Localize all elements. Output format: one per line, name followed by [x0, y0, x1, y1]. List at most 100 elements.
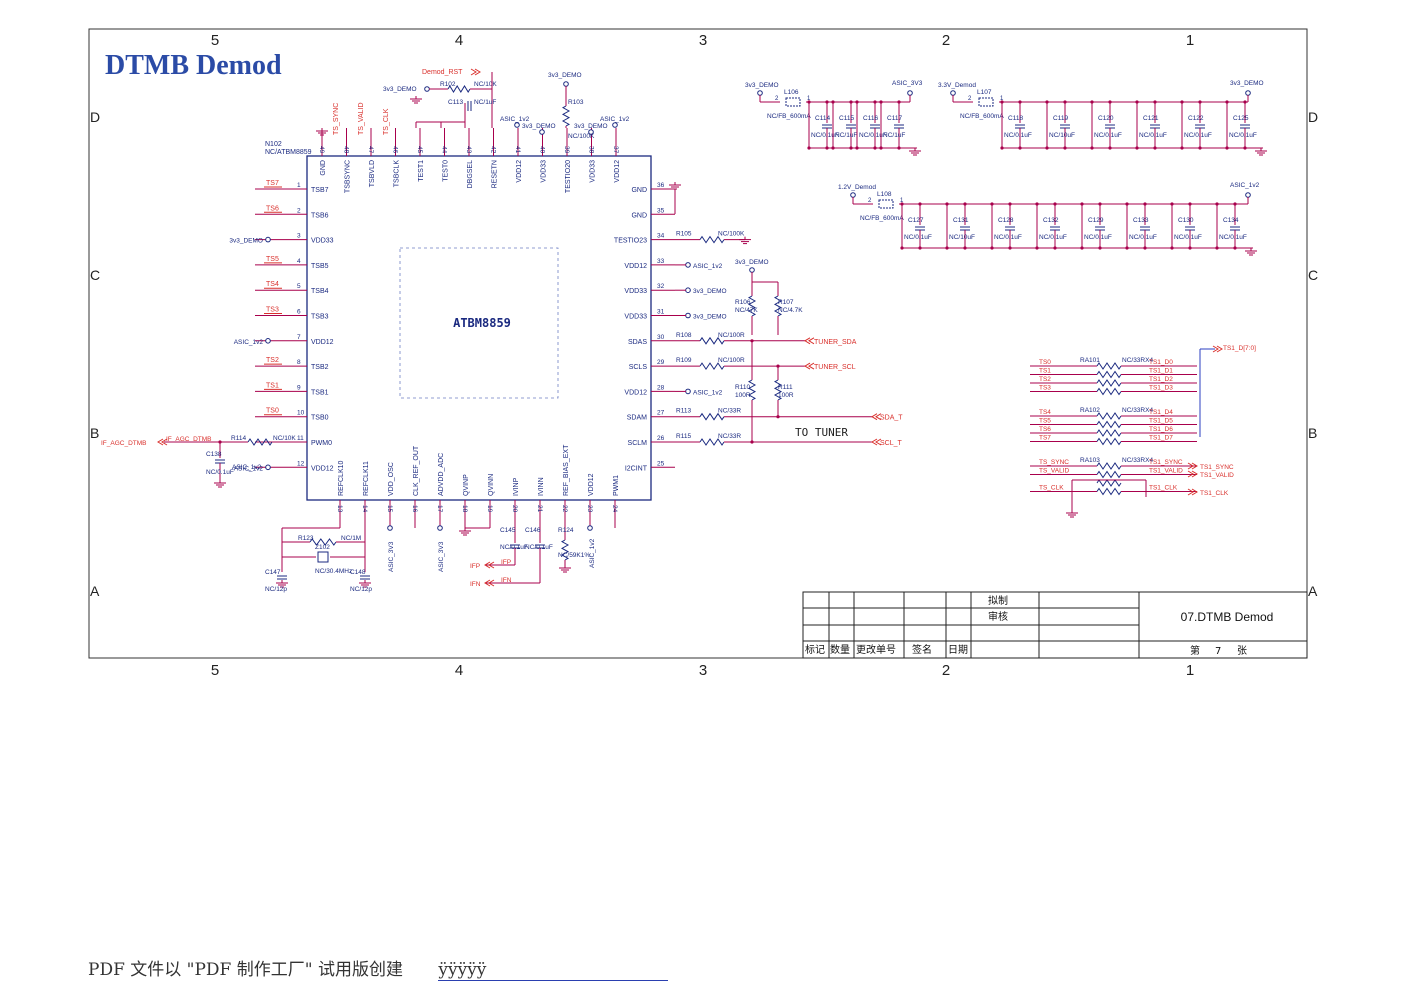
junction-dot: [1170, 246, 1174, 250]
ref-label: C131: [953, 217, 969, 224]
net-label: TS1_D0: [1149, 359, 1173, 366]
value-label: NC/0.1uF: [1084, 234, 1112, 241]
net-label: 3v3_DEMO: [383, 86, 417, 93]
pin-name: VDD12: [614, 160, 621, 183]
ref-label: R124: [558, 527, 574, 534]
pin-name: IVINP: [513, 477, 520, 496]
pin-name: VDD12: [516, 160, 523, 183]
resistor-symbol: [1096, 462, 1122, 470]
junction-dot: [1180, 100, 1184, 104]
ref-label: R108: [676, 332, 692, 339]
ref-label: R115: [676, 433, 691, 440]
pin-name: TSB2: [311, 364, 329, 371]
net-label: ASIC_1v2: [232, 464, 262, 471]
junction-dot: [1008, 246, 1012, 250]
net-label: 1.2V_Demod: [838, 184, 876, 191]
resistor-symbol: [699, 412, 725, 421]
value-label: NC/0.1uF: [1184, 132, 1212, 139]
junction-dot: [855, 100, 859, 104]
resistor-symbol: [699, 336, 725, 345]
value-label: NC/1uF: [883, 132, 905, 139]
power-port: [563, 81, 569, 87]
row-label-left: D: [90, 109, 100, 125]
pin-number: 24: [611, 505, 618, 513]
value-label: NC/FB_600mA: [767, 113, 811, 120]
pin-number: 28: [657, 384, 665, 391]
value-label: NC/33R: [718, 408, 741, 415]
power-port: [612, 122, 618, 128]
resistor-symbol: [1096, 362, 1122, 370]
ref-label: L108: [877, 191, 892, 198]
junction-dot: [1135, 100, 1139, 104]
junction-dot: [1080, 246, 1084, 250]
junction-dot: [900, 246, 904, 250]
resistor-symbol: [1096, 387, 1122, 396]
net-label: TS0: [1039, 359, 1051, 366]
ref-label: Z102: [315, 544, 330, 551]
resistor-symbol: [747, 379, 757, 401]
net-label: 3v3_DEMO: [522, 123, 556, 130]
value-label: NC/0.1uF: [1139, 132, 1167, 139]
pin-name: SCLM: [628, 440, 648, 447]
net-label: IFN: [501, 577, 512, 584]
row-label-left: A: [90, 583, 100, 599]
power-port: [757, 90, 763, 96]
net-label: TS1_VALID: [1149, 468, 1183, 475]
value-label: NC/0.1uF: [904, 234, 932, 241]
sheet-prefix: 第: [1190, 644, 1200, 657]
pin-name: VDD33: [311, 238, 334, 245]
value-label: NC/0.1uF: [1229, 132, 1257, 139]
pin-number: 5: [297, 283, 301, 290]
pin-number: 25: [657, 460, 665, 467]
pin-number: 14: [361, 505, 368, 513]
net-label: TS1: [1039, 368, 1051, 375]
pin-number: 49: [318, 146, 325, 154]
label-mark: 标记: [805, 644, 825, 656]
pin-name: TSB3: [311, 314, 329, 321]
sheet-title: DTMB Demod: [105, 50, 282, 81]
pin-name: VDD33: [541, 160, 548, 183]
ref-label: R107: [778, 299, 794, 306]
net-label: TS2: [1039, 376, 1051, 383]
net-label: TS1_SYNC: [1149, 459, 1183, 466]
ref-label: RA103: [1080, 457, 1100, 464]
power-port: [950, 90, 956, 96]
ref-label: C147: [265, 569, 281, 576]
chip-pins: 1TSB7TS72TSB6TS63VDD333v3_DEMO4TSB5TS55T…: [229, 128, 727, 528]
value-label: NC/0.1uF: [500, 544, 528, 551]
pin-name: VDD33: [624, 314, 647, 321]
pin-number: 10: [297, 410, 305, 417]
pin-number: 1: [297, 182, 301, 189]
value-label: NC/12p: [350, 586, 372, 593]
value-label: NC/10uF: [1049, 132, 1075, 139]
pin-number: 2: [775, 96, 779, 102]
resistor-symbol: [560, 539, 570, 561]
pin-name: TSBCLK: [394, 160, 401, 188]
junction-dot: [1035, 246, 1039, 250]
pin-name: TSB5: [311, 263, 329, 270]
pin-number: 29: [657, 359, 665, 366]
ref-label: C132: [1043, 217, 1059, 224]
net-label: 3v3_DEMO: [693, 288, 727, 295]
bus-label: TS1_D[7:0]: [1223, 345, 1256, 352]
pin-name: SDAM: [627, 415, 647, 422]
net-label: 3v3_DEMO: [548, 72, 582, 79]
pin-name: CLK_REF_OUT: [413, 445, 420, 496]
net-label: TS_CLK: [383, 108, 390, 135]
net-label: IFP: [470, 563, 480, 570]
resistor-symbol: [747, 295, 757, 317]
junction-dot: [1080, 202, 1084, 206]
junction-dot: [776, 415, 780, 419]
footer-link[interactable]: ÿÿÿÿÿ: [438, 960, 669, 981]
junction-dot: [1153, 146, 1157, 150]
pin-name: TSB6: [311, 212, 329, 219]
resistor-symbol: [699, 362, 725, 371]
crystal-symbol: [317, 551, 329, 563]
ref-label: R113: [676, 408, 691, 415]
pin-name: VDD12: [624, 389, 647, 396]
power-port: [424, 86, 430, 92]
resistor-symbol: [309, 538, 337, 546]
net-label: TS_SYNC: [333, 103, 340, 135]
